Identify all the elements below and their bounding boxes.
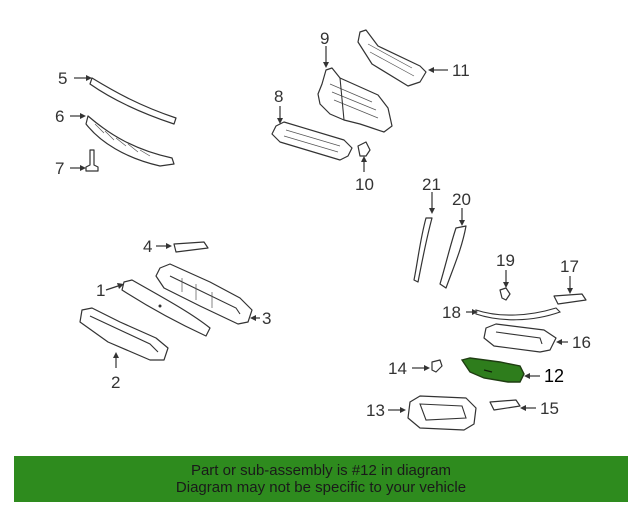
callout-14: 14: [388, 359, 407, 378]
banner-line-2: Diagram may not be specific to your vehi…: [175, 479, 467, 496]
callout-labels: 5 6 7 9 11 8 10 4 1 2 3 21 20 19 17 18 1…: [55, 29, 591, 420]
part-17-bracket[interactable]: [553, 293, 587, 305]
callout-6: 6: [55, 107, 64, 126]
callout-20: 20: [452, 190, 471, 209]
callout-13: 13: [366, 401, 385, 420]
part-5-trim-strip[interactable]: [89, 77, 177, 125]
info-banner: Part or sub-assembly is #12 in diagram D…: [14, 456, 628, 502]
part-13-housing[interactable]: [407, 395, 477, 431]
callout-18: 18: [442, 303, 461, 322]
callout-11: 11: [452, 61, 470, 80]
part-12-highlighted[interactable]: [460, 357, 525, 383]
callout-21: 21: [422, 175, 441, 194]
callout-16: 16: [572, 333, 591, 352]
callout-5: 5: [58, 69, 67, 88]
part-6-molding[interactable]: [85, 115, 175, 167]
leader-lines: [70, 46, 573, 413]
part-16-bezel[interactable]: [483, 323, 557, 353]
part-10-clip[interactable]: [357, 141, 371, 157]
callout-3: 3: [262, 309, 271, 328]
part-19-bolt[interactable]: [499, 287, 511, 301]
part-3-grille-frame[interactable]: [155, 263, 253, 325]
callout-2: 2: [111, 373, 120, 392]
callout-9: 9: [320, 29, 329, 48]
part-9-support-panel[interactable]: [317, 67, 393, 133]
callout-15: 15: [540, 399, 559, 418]
callout-8: 8: [274, 87, 283, 106]
callout-10: 10: [355, 175, 374, 194]
part-8-lower-grille[interactable]: [271, 121, 353, 161]
part-11-upper-bracket[interactable]: [357, 29, 427, 87]
part-14-screw[interactable]: [431, 359, 443, 373]
banner-line-1: Part or sub-assembly is #12 in diagram: [190, 462, 452, 479]
part-20-strip[interactable]: [439, 225, 467, 289]
callout-17: 17: [560, 257, 579, 276]
part-21-strip[interactable]: [413, 217, 433, 283]
part-4-badge[interactable]: [173, 241, 209, 253]
callout-1: 1: [96, 281, 105, 300]
part-18-wire[interactable]: [475, 307, 562, 321]
parts-diagram: 5 6 7 9 11 8 10 4 1 2 3 21 20 19 17 18 1…: [55, 29, 591, 431]
callout-19: 19: [496, 251, 515, 270]
part-7-clip[interactable]: [85, 149, 99, 172]
callout-7: 7: [55, 159, 64, 178]
part-2-grille-surround[interactable]: [79, 307, 169, 361]
part-1-grille-insert[interactable]: [121, 279, 211, 337]
callout-12: 12: [544, 366, 564, 386]
part-15-trim[interactable]: [489, 399, 521, 411]
callout-4: 4: [143, 237, 152, 256]
